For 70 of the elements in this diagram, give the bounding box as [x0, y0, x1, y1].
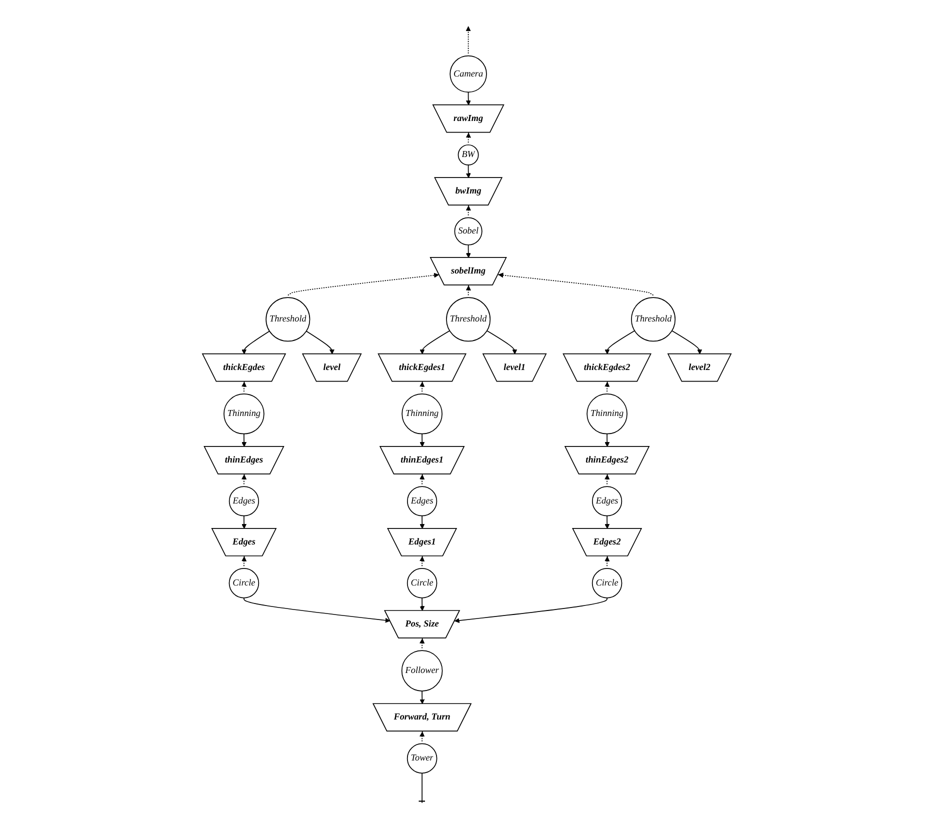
- process-circle: Thinning: [402, 394, 443, 434]
- data-store-triangle: level1: [482, 353, 548, 382]
- data-store-triangle: thinEdges1: [380, 446, 465, 474]
- data-store-triangle: thickEgdes2: [562, 353, 652, 382]
- process-circle: Edges: [592, 486, 622, 516]
- process-circle: BW: [458, 144, 479, 166]
- process-circle: Thinning: [224, 394, 265, 434]
- arrow: [420, 556, 425, 567]
- arrow: [604, 433, 610, 447]
- process-circle: Tower: [407, 743, 438, 774]
- arrow: [486, 330, 518, 354]
- arrow: [604, 330, 636, 354]
- arrow: [466, 244, 472, 258]
- arrow: [242, 433, 247, 447]
- arrow: [420, 330, 450, 354]
- arrow: [604, 381, 610, 392]
- arrow: [604, 474, 610, 485]
- process-circle: Circle: [592, 568, 622, 598]
- arrow: [604, 515, 610, 529]
- data-store-triangle: Edges2: [572, 528, 642, 556]
- arrow: [466, 132, 472, 144]
- arrow: [420, 638, 425, 649]
- process-circle: Follower: [402, 650, 443, 692]
- arrow: [498, 272, 654, 296]
- arrow: [420, 381, 425, 392]
- arrow: [242, 556, 247, 567]
- arrow: [672, 330, 702, 354]
- arrow: [288, 272, 440, 296]
- arrow: [420, 597, 425, 612]
- process-circle: Thinning: [586, 394, 628, 434]
- arrow: [306, 330, 335, 354]
- arrow: [420, 730, 425, 742]
- process-circle: Edges: [407, 486, 438, 516]
- arrow: [420, 515, 425, 529]
- arrow: [242, 330, 270, 354]
- arrow: [420, 433, 425, 447]
- process-circle: Circle: [229, 568, 260, 598]
- data-store-triangle: level2: [668, 353, 732, 382]
- arrow: [466, 92, 472, 106]
- data-store-triangle: Edges: [211, 528, 277, 556]
- data-store-triangle: Edges1: [387, 528, 458, 556]
- process-circle: Threshold: [631, 297, 676, 342]
- process-circle: Threshold: [266, 297, 310, 342]
- arrow: [242, 474, 247, 485]
- process-circle: Threshold: [446, 297, 491, 342]
- arrow: [420, 690, 425, 704]
- arrow: [466, 284, 472, 296]
- arrow: [242, 515, 247, 529]
- arrow: [466, 26, 472, 54]
- arrow: [242, 381, 247, 392]
- arrow: [466, 164, 472, 178]
- process-circle: Circle: [407, 568, 438, 598]
- data-store-triangle: level: [302, 353, 362, 382]
- arrow: [420, 474, 425, 485]
- data-store-triangle: rawImg: [432, 104, 505, 133]
- data-store-triangle: thinEdges: [204, 446, 285, 474]
- arrow: [244, 597, 390, 623]
- arrow: [466, 204, 472, 216]
- data-store-triangle: Forward, Turn: [372, 703, 472, 732]
- data-store-triangle: thinEdges2: [564, 446, 650, 474]
- data-store-triangle: thickEgdes1: [378, 353, 467, 382]
- data-store-triangle: thickEgdes: [202, 353, 286, 382]
- process-circle: Camera: [450, 55, 488, 93]
- process-circle: Edges: [229, 486, 260, 516]
- arrow: [604, 556, 610, 567]
- data-store-triangle: Pos, Size: [384, 610, 460, 638]
- data-store-triangle: sobelImg: [430, 257, 508, 286]
- process-circle: Sobel: [454, 217, 483, 246]
- data-store-triangle: bwImg: [434, 177, 503, 206]
- arrow: [454, 597, 608, 624]
